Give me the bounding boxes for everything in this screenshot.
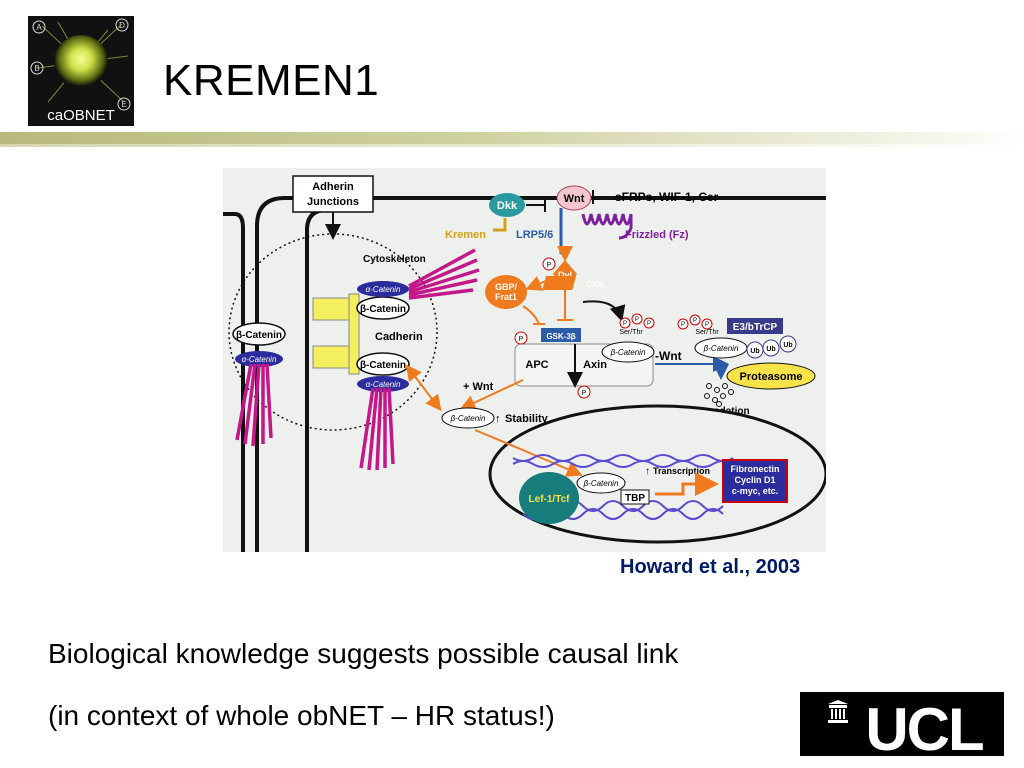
svg-text:P: P bbox=[519, 336, 524, 343]
logo-letter-e: E bbox=[121, 100, 126, 109]
proteasome-label: Proteasome bbox=[740, 371, 803, 383]
target-cyclin-d1: Cyclin D1 bbox=[734, 475, 775, 485]
svg-text:Junctions: Junctions bbox=[307, 196, 359, 208]
title-divider-shadow bbox=[0, 144, 1024, 147]
gsk-label: GSK-3β bbox=[546, 332, 575, 341]
svg-text:P: P bbox=[635, 317, 639, 323]
svg-text:P: P bbox=[647, 321, 651, 327]
cki-label: CKIε bbox=[586, 280, 604, 289]
sfrps-label: sFRPs, WIF-1, Cer bbox=[615, 190, 719, 204]
svg-text:Frat1: Frat1 bbox=[495, 292, 517, 302]
svg-text:P: P bbox=[582, 390, 587, 397]
frizzled-label: Frizzled (Fz) bbox=[625, 229, 689, 241]
citation: Howard et al., 2003 bbox=[620, 556, 801, 578]
b-catenin-nuclear: β-Catenin bbox=[583, 479, 619, 488]
apc-label: APC bbox=[525, 359, 548, 371]
ser-thr-1: Ser/Thr bbox=[619, 329, 643, 336]
svg-text:Adherin: Adherin bbox=[312, 181, 354, 193]
slide-title: KREMEN1 bbox=[163, 56, 380, 105]
e3-label: E3/bTrCP bbox=[733, 322, 778, 333]
dvl-label: Dvl bbox=[558, 270, 572, 280]
stability-label: Stability bbox=[505, 413, 549, 425]
b-catenin-lower: β-Catenin bbox=[360, 360, 406, 371]
axin-label: Axin bbox=[583, 359, 607, 371]
dkk-node: Dkk bbox=[489, 193, 525, 217]
logo-letter-a: A bbox=[36, 23, 42, 32]
svg-text:Ub: Ub bbox=[783, 342, 792, 349]
svg-text:Wnt: Wnt bbox=[564, 193, 585, 205]
ser-thr-2: Ser/Thr bbox=[695, 329, 719, 336]
plus-wnt-label: + Wnt bbox=[463, 381, 494, 393]
lrp-label: LRP5/6 bbox=[516, 229, 553, 241]
title-divider bbox=[0, 132, 1024, 144]
body-text-line-2: (in context of whole obNET – HR status!) bbox=[48, 700, 555, 731]
caobnet-logo: A D B E caOBNET bbox=[28, 16, 134, 126]
svg-text:P: P bbox=[623, 321, 627, 327]
logo-letter-d: D bbox=[119, 21, 125, 30]
b-catenin-stable: β-Catenin bbox=[450, 414, 486, 423]
b-catenin-complex: β-Catenin bbox=[610, 348, 646, 357]
wnt-pathway-diagram: Adherin Junctions β-Catenin β-Catenin β-… bbox=[223, 168, 828, 552]
svg-text:↑: ↑ bbox=[645, 466, 650, 477]
svg-text:Dkk: Dkk bbox=[497, 200, 518, 212]
svg-text:Ub: Ub bbox=[766, 346, 775, 353]
a-catenin-left: α-Catenin bbox=[242, 355, 277, 364]
lef-label: Lef-1/Tcf bbox=[529, 494, 571, 505]
target-fibronectin: Fibronectin bbox=[731, 464, 780, 474]
b-catenin-left: β-Catenin bbox=[236, 330, 282, 341]
svg-text:P: P bbox=[693, 318, 697, 324]
tbp-label: TBP bbox=[625, 493, 645, 504]
logo-text: caOBNET bbox=[47, 107, 115, 124]
minus-wnt-label: -Wnt bbox=[655, 349, 682, 363]
b-catenin-degradation: β-Catenin bbox=[703, 344, 739, 353]
a-catenin-upper: α-Catenin bbox=[366, 285, 401, 294]
svg-text:Ub: Ub bbox=[750, 348, 759, 355]
ucl-text: UCL bbox=[865, 696, 983, 756]
svg-text:P: P bbox=[547, 262, 552, 269]
svg-text:↑: ↑ bbox=[495, 413, 501, 425]
caobnet-emblem-icon: A D B E caOBNET bbox=[28, 16, 134, 126]
ucl-logo: UCL bbox=[800, 692, 1004, 763]
cytoskeleton-label: Cytoskeleton bbox=[363, 254, 426, 265]
logo-letter-b: B bbox=[34, 64, 39, 73]
wnt-node: Wnt bbox=[556, 185, 592, 211]
svg-text:GBP/: GBP/ bbox=[495, 282, 518, 292]
svg-text:P: P bbox=[705, 322, 709, 328]
b-catenin-upper: β-Catenin bbox=[360, 304, 406, 315]
a-catenin-lower: α-Catenin bbox=[366, 380, 401, 389]
svg-text:P: P bbox=[681, 322, 685, 328]
adherin-junctions-box: Adherin Junctions bbox=[292, 175, 374, 213]
cadherin-label: Cadherin bbox=[375, 331, 423, 343]
kremen-label: Kremen bbox=[445, 229, 486, 241]
ucl-portico-icon: UCL bbox=[800, 692, 1004, 763]
body-text-line-1: Biological knowledge suggests possible c… bbox=[48, 638, 679, 669]
transcription-label: Transcription bbox=[653, 466, 710, 476]
target-c-myc: c-myc, etc. bbox=[732, 486, 779, 496]
